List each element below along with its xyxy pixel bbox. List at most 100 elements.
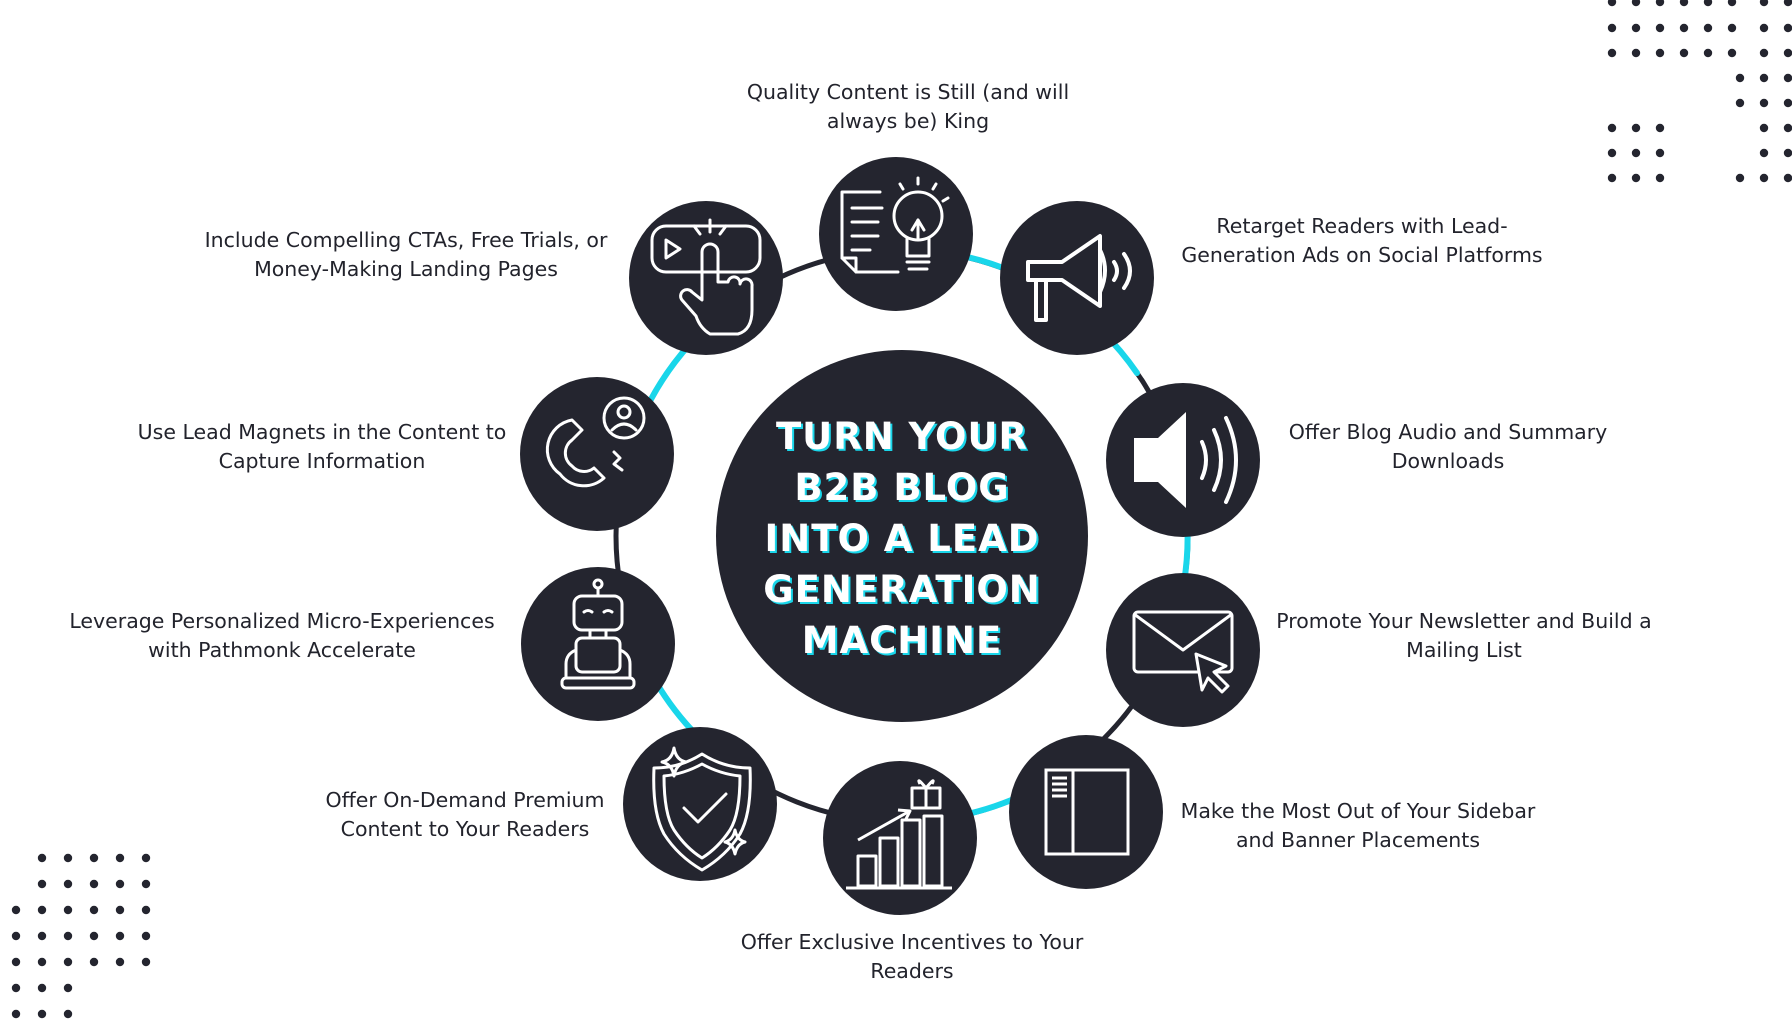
click-button-icon <box>650 218 762 336</box>
decorative-dot <box>1735 73 1745 83</box>
decorative-dot <box>89 905 99 915</box>
node-pathmonk <box>521 567 675 721</box>
decorative-dot <box>1607 148 1617 158</box>
decorative-dot <box>1631 123 1641 133</box>
shield-check-icon <box>652 746 752 872</box>
label-lead-magnets: Use Lead Magnets in the Content to Captu… <box>137 420 507 473</box>
label-compelling-ctas: Include Compelling CTAs, Free Trials, or… <box>204 228 608 281</box>
decorative-dot <box>1783 98 1792 108</box>
node-sidebar-banners <box>1009 735 1163 889</box>
label-pathmonk: Leverage Personalized Micro-Experiences … <box>69 609 495 662</box>
gift-growth-chart-icon <box>846 779 952 890</box>
robot-icon <box>560 578 636 690</box>
label-newsletter: Promote Your Newsletter and Build a Mail… <box>1276 609 1652 662</box>
document-lightbulb-icon <box>840 176 950 274</box>
decorative-dot <box>37 879 47 889</box>
decorative-dot <box>1759 23 1769 33</box>
label-blog-audio: Offer Blog Audio and Summary Downloads <box>1288 420 1608 473</box>
decorative-dot <box>1759 123 1769 133</box>
decorative-dot <box>1703 23 1713 33</box>
decorative-dot <box>1679 48 1689 58</box>
decorative-dot <box>1655 148 1665 158</box>
decorative-dot <box>63 853 73 863</box>
decorative-dot <box>63 1009 73 1019</box>
decorative-dot <box>1727 48 1737 58</box>
decorative-dots-top-right <box>1607 0 1792 183</box>
decorative-dot <box>1607 123 1617 133</box>
decorative-dot <box>141 931 151 941</box>
decorative-dot <box>1631 48 1641 58</box>
decorative-dot <box>11 905 21 915</box>
center-title: TURN YOUR B2B BLOG INTO A LEAD GENERATIO… <box>763 414 1041 662</box>
sidebar-layout-icon <box>1044 768 1130 856</box>
decorative-dot <box>115 905 125 915</box>
decorative-dot <box>37 905 47 915</box>
decorative-dot <box>1607 23 1617 33</box>
decorative-dot <box>37 957 47 967</box>
decorative-dot <box>1631 23 1641 33</box>
decorative-dot <box>63 931 73 941</box>
decorative-dot <box>11 931 21 941</box>
decorative-dot <box>1703 48 1713 58</box>
magnet-user-icon <box>545 396 646 488</box>
decorative-dot <box>1631 173 1641 183</box>
decorative-dot <box>1783 123 1792 133</box>
envelope-cursor-icon <box>1132 610 1234 694</box>
decorative-dot <box>115 879 125 889</box>
decorative-dot <box>1607 0 1617 7</box>
decorative-dot <box>115 957 125 967</box>
decorative-dot <box>89 931 99 941</box>
label-exclusive-incentives: Offer Exclusive Incentives to Your Reade… <box>740 930 1084 983</box>
node-quality-content <box>819 157 973 311</box>
decorative-dot <box>1783 48 1792 58</box>
decorative-dot <box>1783 148 1792 158</box>
decorative-dot <box>141 879 151 889</box>
node-retarget-ads <box>1000 201 1154 355</box>
label-quality-content: Quality Content is Still (and will alway… <box>746 80 1070 133</box>
decorative-dot <box>1679 0 1689 7</box>
decorative-dot <box>1655 173 1665 183</box>
decorative-dot <box>11 1009 21 1019</box>
decorative-dot <box>89 879 99 889</box>
decorative-dot <box>115 853 125 863</box>
decorative-dot <box>1631 148 1641 158</box>
decorative-dot <box>1655 23 1665 33</box>
decorative-dot <box>63 879 73 889</box>
decorative-dot <box>1607 173 1617 183</box>
decorative-dot <box>63 905 73 915</box>
decorative-dot <box>37 931 47 941</box>
node-exclusive-incentives <box>823 761 977 915</box>
decorative-dots-bottom-left <box>11 853 151 1019</box>
decorative-dot <box>1735 98 1745 108</box>
decorative-dot <box>1783 0 1792 7</box>
decorative-dot <box>1759 148 1769 158</box>
node-compelling-ctas <box>629 201 783 355</box>
decorative-dot <box>1783 173 1792 183</box>
label-sidebar-banners: Make the Most Out of Your Sidebar and Ba… <box>1180 799 1536 852</box>
node-blog-audio <box>1106 383 1260 537</box>
center-circle <box>716 350 1088 722</box>
decorative-dot <box>1607 48 1617 58</box>
decorative-dot <box>1679 23 1689 33</box>
decorative-dot <box>1703 0 1713 7</box>
decorative-dot <box>37 983 47 993</box>
decorative-dot <box>1727 23 1737 33</box>
decorative-dot <box>141 853 151 863</box>
decorative-dot <box>1727 0 1737 7</box>
decorative-dot <box>1783 73 1792 83</box>
decorative-dot <box>141 957 151 967</box>
node-newsletter <box>1106 573 1260 727</box>
decorative-dot <box>115 931 125 941</box>
decorative-dot <box>37 853 47 863</box>
label-premium-content: Offer On-Demand Premium Content to Your … <box>325 788 605 841</box>
decorative-dot <box>63 957 73 967</box>
decorative-dot <box>1655 0 1665 7</box>
decorative-dot <box>1655 123 1665 133</box>
node-lead-magnets <box>520 377 674 531</box>
decorative-dot <box>37 1009 47 1019</box>
node-premium-content <box>623 727 777 881</box>
decorative-dot <box>11 957 21 967</box>
decorative-dot <box>1783 23 1792 33</box>
decorative-dot <box>1759 0 1769 7</box>
